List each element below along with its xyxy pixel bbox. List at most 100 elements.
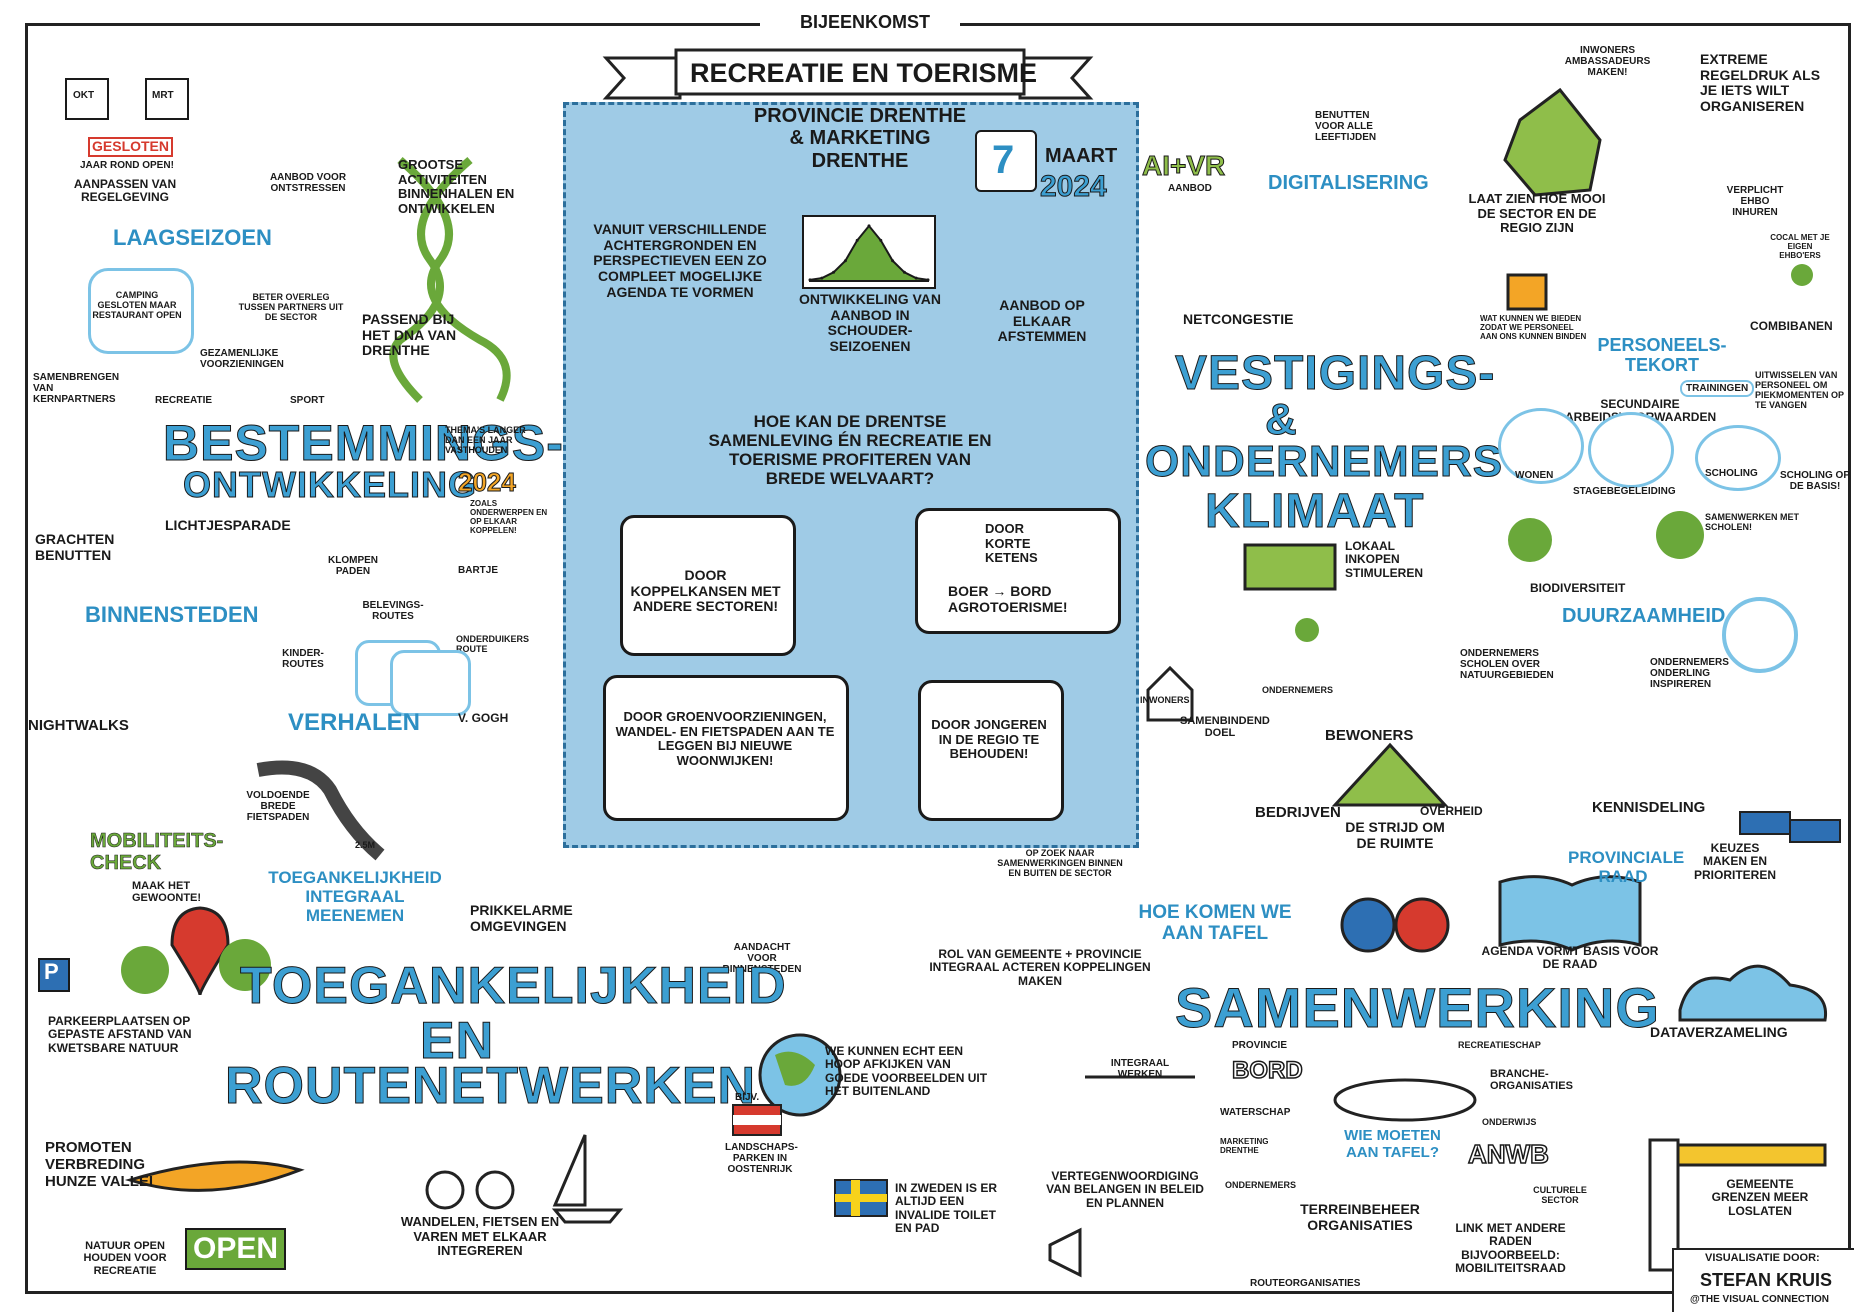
fiets-width-label: 2.5m [355,840,376,850]
biodiversiteit-label: Biodiversiteit [1530,581,1626,595]
aanpassen-label: Aanpassen van regelgeving [73,177,177,205]
zoals-label: zoals onderwerpen en op elkaar koppelen! [470,499,548,535]
sailboat-icon [551,1134,624,1224]
signpost-icon [1739,811,1791,835]
vestigings-title-4: klimaat [1204,485,1425,538]
recreatie-label: Recreatie [155,395,213,406]
sport-label: Sport [290,395,325,406]
house-icon [1146,665,1194,722]
shoulder-season-chart [802,215,936,289]
wandelen-label: Wandelen, fietsen en varen met elkaar in… [400,1214,560,1259]
credit-box [1672,1248,1854,1312]
scholing-basis-label: Scholing op de basis! [1780,470,1851,493]
vgogh-label: v. Gogh [458,711,509,725]
wonen-bubble [1498,408,1584,484]
rol-label: Rol van gemeente + provincie integraal a… [929,947,1151,988]
benutten-label: Benutten voor alle leeftijden [1315,110,1377,144]
kinder-label: Kinder-routes [282,648,324,671]
bartje-label: Bartje [458,565,499,576]
org-title: Provincie Drenthe & Marketing Drenthe [753,105,967,172]
map-pin-icon [170,906,230,996]
keuzes-label: Keuzes maken en prioriteren [1693,841,1776,882]
tree-icon [121,946,169,994]
scholing-bubble [1695,425,1781,491]
ondernemers-label: Ondernemers [1262,685,1334,695]
provincie-label: Provincie [1232,1040,1288,1051]
person-icon-2 [1791,264,1813,286]
bell-curve-point [914,276,918,280]
trainingen-label: Trainingen [1680,380,1755,398]
culturele-label: Culturele sector [1533,1185,1587,1206]
lokaal-label: Lokaal inkopen stimuleren [1345,539,1423,580]
anwb-label: ANWB [1467,1139,1549,1170]
promoten-label: Promoten verbreding Hunze vallei [45,1139,154,1190]
samenbindend-label: Samenbindend doel [1180,715,1270,740]
gesloten-label: Gesloten [88,137,174,157]
okt-label: Okt [73,90,95,101]
cloud-icon [1678,964,1828,1022]
road-icon [256,760,385,861]
korte-ketens-text: Door korte ketens [985,521,1038,566]
boxing-glove-right-icon [1394,897,1450,953]
grachten-label: Grachten benutten [35,531,115,563]
banner-left-tail [602,56,682,100]
bell-curve-area [809,224,929,282]
bush-icon-2 [1656,511,1704,559]
banner-body [674,48,1026,96]
stage-bubble [1588,412,1674,488]
bicycle-icon [425,1170,465,1210]
parking-sign-letter: P [44,959,59,984]
link-label: Link met andere raden bijvoorbeeld: mobi… [1455,1221,1566,1276]
netcongestie-label: Netcongestie [1183,311,1294,327]
verhalen-label: Verhalen [288,709,421,736]
bell-curve-point [926,278,930,282]
card-korte-ketens [915,508,1121,634]
aanbod-label: Aanbod [1168,183,1212,194]
round-table-icon [1333,1078,1477,1122]
lightbulb-icon [1722,597,1798,673]
beter-overleg-label: Beter overleg tussen partners uit de sec… [238,292,344,323]
bell-curve-point [879,238,883,242]
buitenland-label: We kunnen echt een hoop afkijken van goe… [825,1044,988,1099]
person-icon [1295,618,1319,642]
en-title: en [419,1012,495,1070]
bijv-label: Bijv. [735,1092,760,1103]
wonen-label: Wonen [1515,470,1554,481]
maak-label: Maak het gewoonte! [132,880,202,905]
studio-label: @The Visual Connection [1690,1294,1830,1305]
routenetwerken-title: Routenetwerken [224,1057,757,1115]
stakeholder-triangle [1331,742,1449,807]
aivr-label: AI+VR [1141,149,1226,181]
zweden-label: In Zweden is er altijd een invalide toil… [895,1181,998,1236]
date-day: 7 [992,138,1015,182]
natuur-label: Natuur open houden voor recreatie [83,1240,167,1277]
nightwalks-label: Nightwalks [28,717,129,734]
drenthe-map-icon [1503,87,1602,197]
belevings-label: Belevings-routes [362,600,424,623]
cheque-label: Cocal met je eigen EHBO'ers [1770,233,1830,260]
bell-curve-point [867,224,871,228]
bell-curve-point [843,259,847,263]
calendar-icon [975,130,1037,192]
op-zoek-label: Op zoek naar samenwerkingen binnen en bu… [997,848,1123,879]
bell-curve-point [902,270,906,274]
waterschap-label: Waterschap [1220,1107,1291,1118]
artist-label: Stefan Kruis [1700,1270,1833,1290]
themas-label: Thema's langer dan een jaar vasthouden [445,425,526,456]
gift-icon [1506,273,1548,311]
recreatieschap-label: Recreatieschap [1458,1040,1541,1050]
marketing-label: Marketing Drenthe [1220,1137,1269,1155]
branche-label: Branche-organisaties [1490,1068,1573,1093]
calendar-okt-icon [65,78,109,120]
ambassadeurs-label: Inwoners ambassadeurs maken! [1564,45,1651,79]
bell-curve-point [820,276,824,280]
terreinbeheer-label: Terreinbeheer organisaties [1300,1201,1420,1233]
ontstressen-label: Aanbod voor ontstressen [269,172,347,195]
date-year: 2024 [1040,170,1108,204]
binnensteden-label: Binnensteden [85,602,259,627]
vertegen-label: Vertegenwoordiging van belangen in belei… [1046,1169,1204,1210]
vestigings-title-1: Vestigings- [1174,347,1496,400]
dna-strand-a [397,156,511,402]
camping-bubble [88,268,194,354]
bell-curve-point [891,259,895,263]
